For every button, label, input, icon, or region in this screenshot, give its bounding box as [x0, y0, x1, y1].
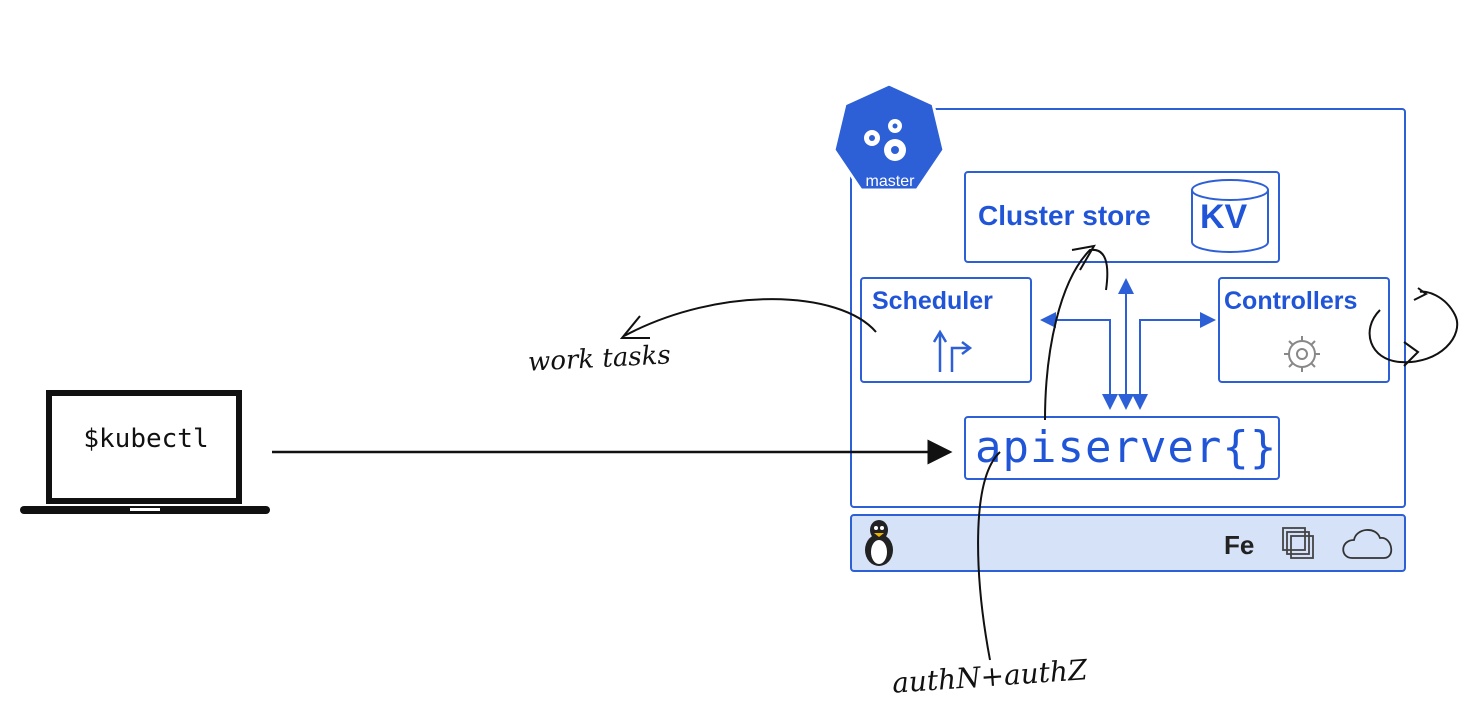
kubectl-command: $kubectl [83, 424, 209, 454]
work-tasks-arrowhead [619, 315, 650, 339]
master-badge: master [832, 82, 946, 192]
fe-label: Fe [1224, 530, 1255, 560]
apiserver-box [964, 416, 1280, 480]
apiserver-to-store-arrowhead [1071, 244, 1096, 271]
kv-label: KV [1200, 198, 1248, 236]
scheduler-label: Scheduler [872, 287, 993, 315]
cloud-icon [1342, 529, 1393, 559]
internal-connectors [1040, 278, 1216, 410]
auth-stroke [977, 451, 1001, 661]
master-badge-label: master [866, 173, 916, 190]
controllers-box [1218, 277, 1390, 383]
linux-tux-icon [865, 520, 893, 566]
gear-icon [1284, 336, 1320, 372]
controller-loop-icon [1368, 287, 1459, 367]
work-tasks-arrow [623, 298, 877, 337]
cluster-store-box [964, 171, 1280, 263]
cluster-store-label: Cluster store [978, 200, 1151, 231]
gears-icon [864, 119, 906, 161]
laptop-notch [130, 508, 160, 511]
laptop [20, 390, 272, 518]
scheduler-box [860, 277, 1032, 383]
apiserver-to-store-stroke [1044, 248, 1109, 421]
scheduler-icon [932, 329, 973, 372]
apiserver-label: apiserver{} [975, 422, 1278, 473]
vmware-icon [1282, 527, 1314, 559]
kv-cylinder-icon [1191, 179, 1269, 253]
controllers-label: Controllers [1224, 287, 1358, 315]
laptop-screen [46, 390, 242, 504]
